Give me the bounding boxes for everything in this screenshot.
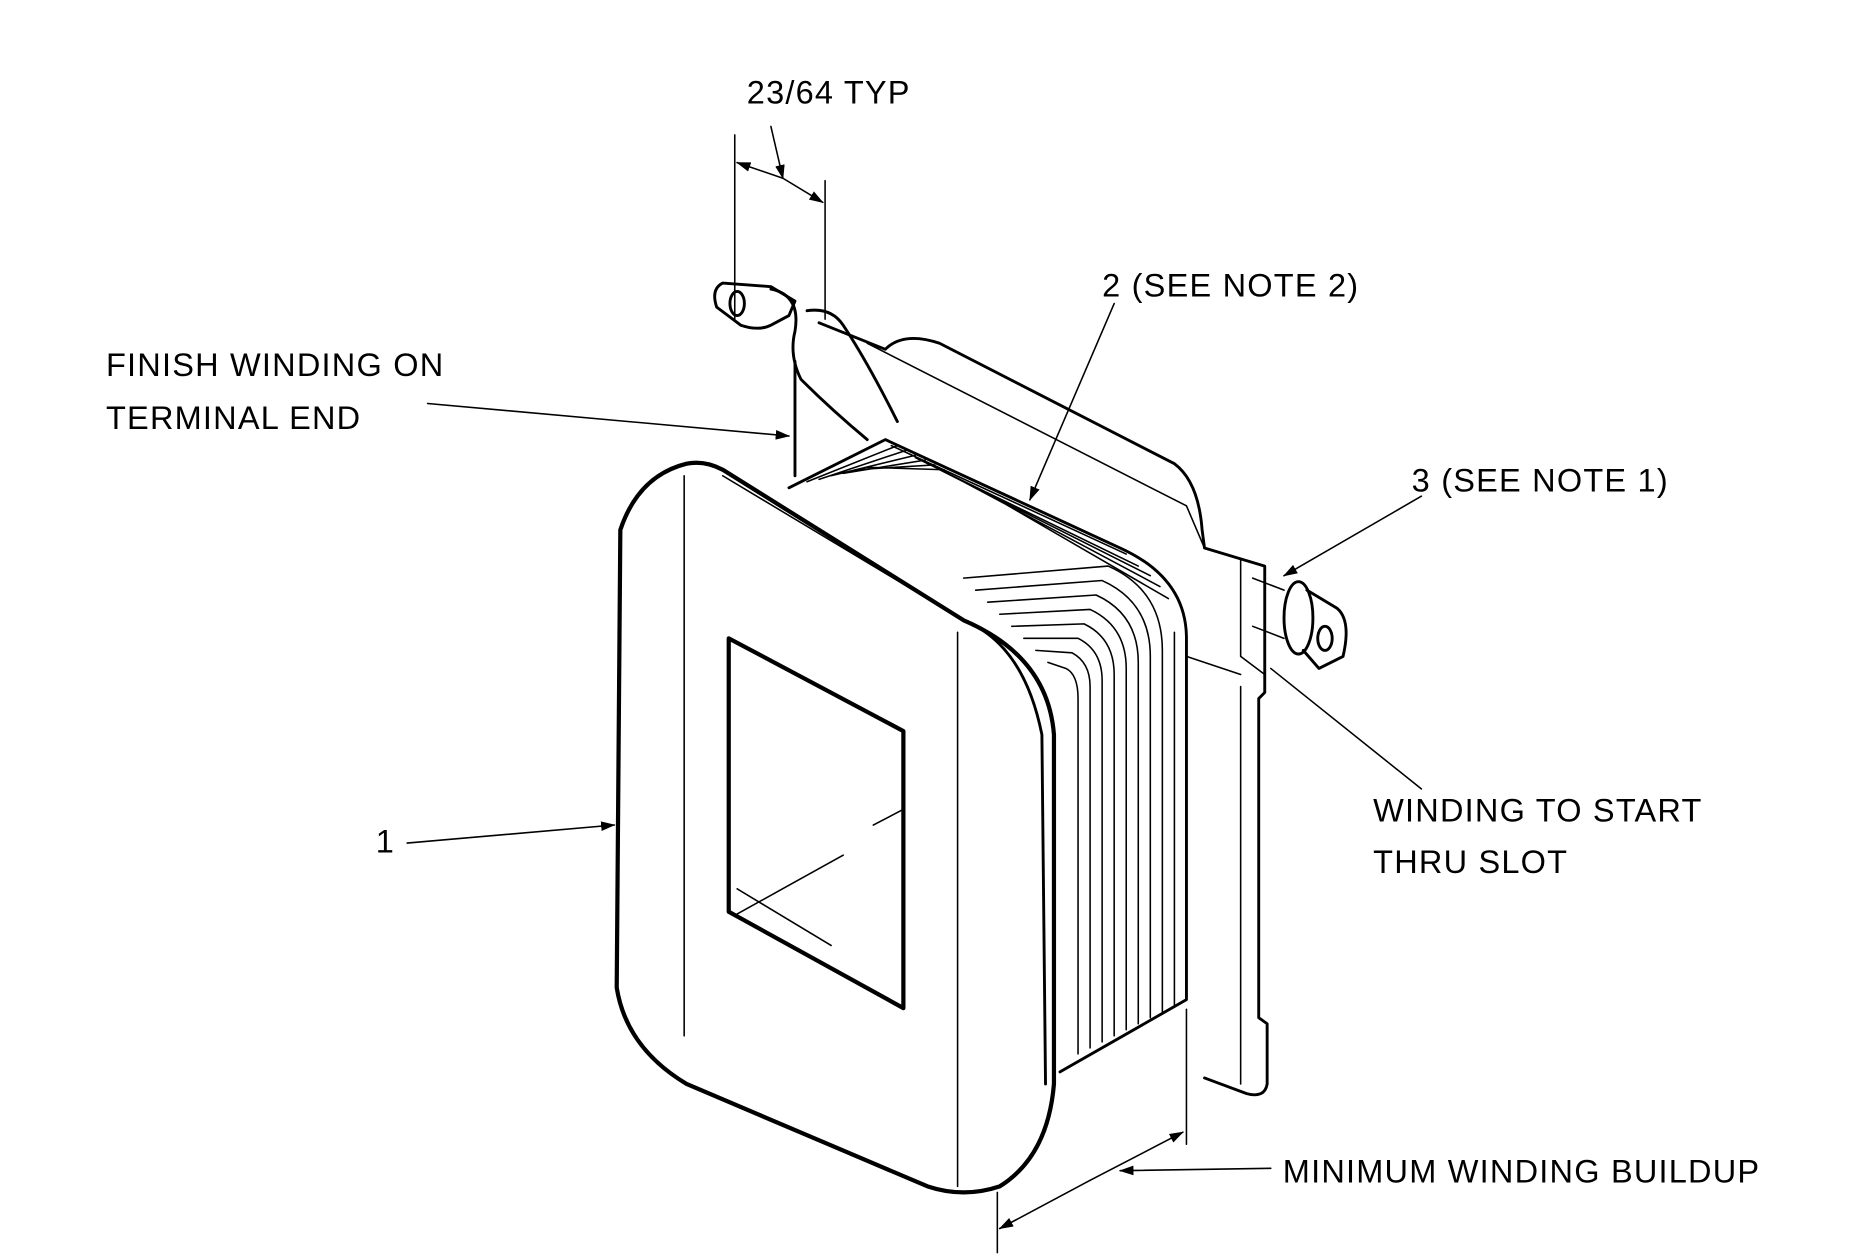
coil-winding [787,438,1188,1074]
min-buildup-label: MINIMUM WINDING BUILDUP [1283,1154,1761,1190]
start-winding-label-2: THRU SLOT [1373,844,1568,880]
item1-label: 1 [376,824,395,860]
front-flange [614,460,1057,1195]
leader-finish-winding [426,402,791,440]
terminal-left [713,281,899,442]
dimension-23-64 [733,125,826,320]
finish-winding-label-2: TERMINAL END [106,400,361,436]
back-flange [793,321,1269,1097]
leader-start-winding [1269,667,1423,790]
start-winding-label: WINDING TO START [1373,792,1702,828]
dimension-label: 23/64 TYP [747,75,911,111]
leader-item3 [1282,495,1423,577]
leader-item2 [1029,302,1115,501]
dimension-min-buildup [996,1008,1272,1254]
finish-winding-label: FINISH WINDING ON [106,347,444,383]
leader-item1 [406,821,616,844]
item3-label: 3 (SEE NOTE 1) [1412,462,1669,498]
terminal-right [1251,577,1348,670]
coil-window [726,636,906,1011]
item2-label: 2 (SEE NOTE 2) [1102,267,1359,303]
